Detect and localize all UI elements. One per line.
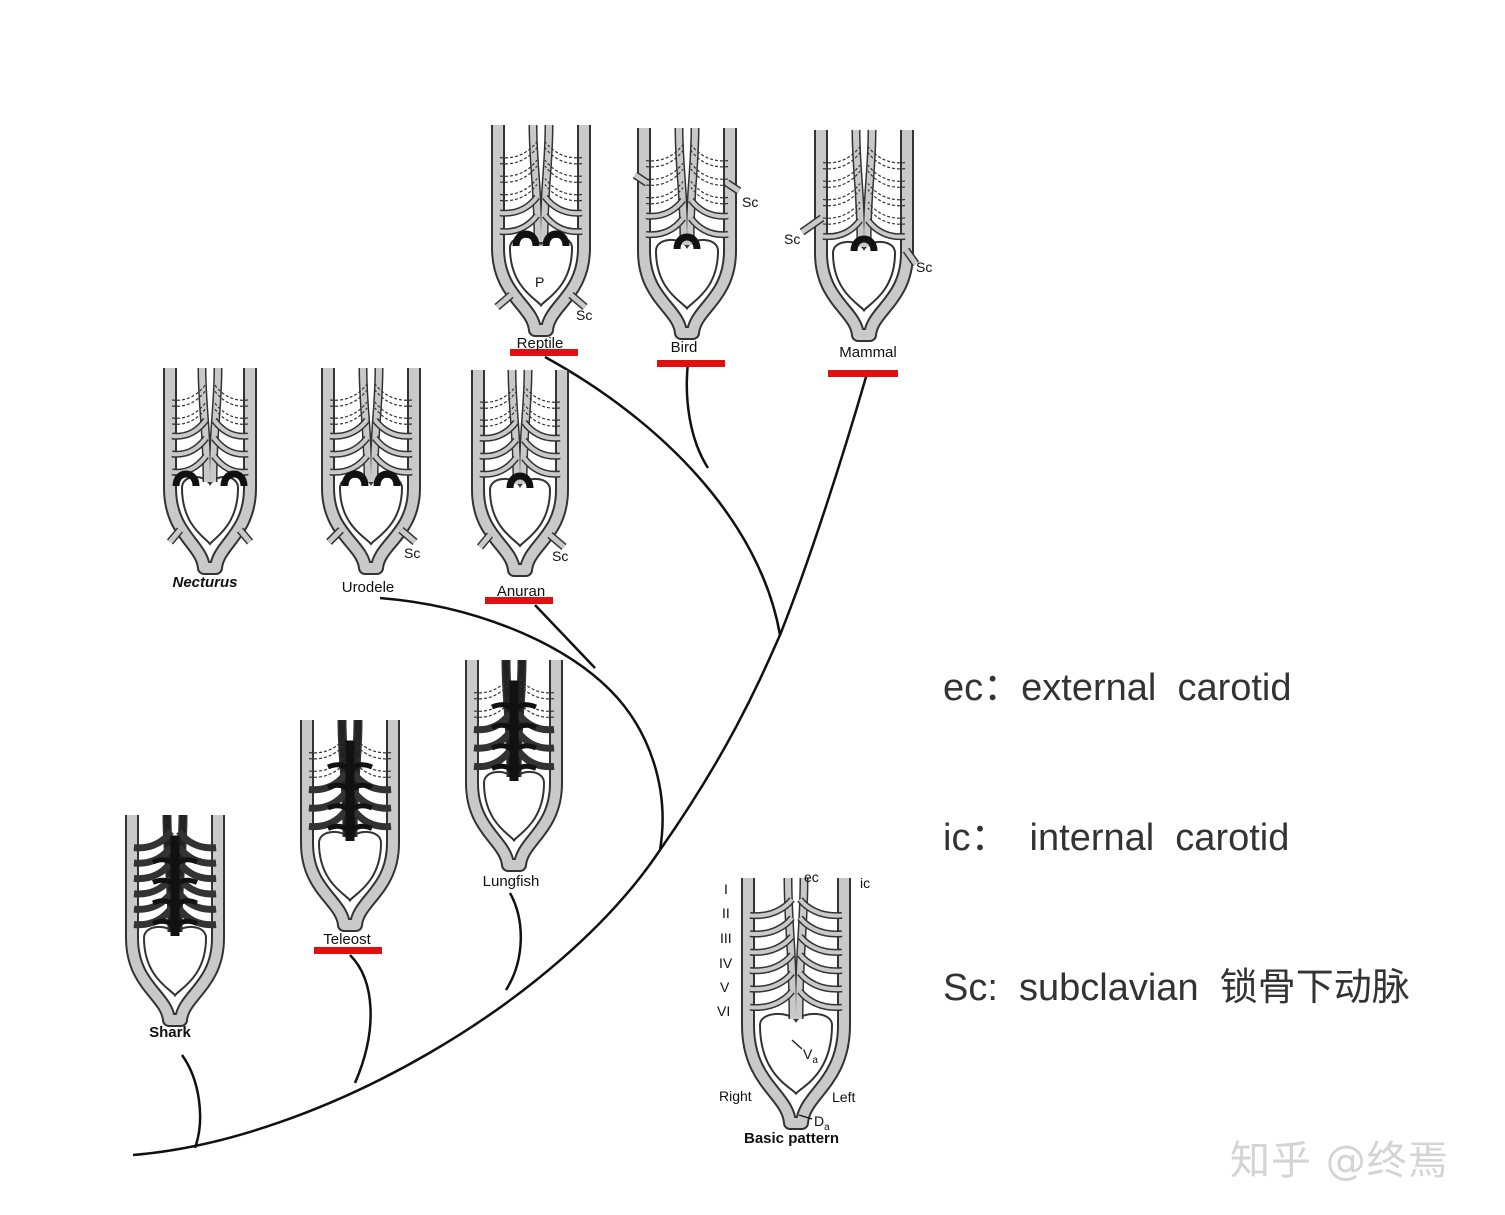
bird-arches bbox=[635, 128, 739, 333]
sc-label-mammal-right: Sc bbox=[916, 259, 932, 275]
basic-pattern-arches bbox=[748, 878, 844, 1123]
teleost-branch bbox=[350, 955, 371, 1083]
organisms-layer bbox=[132, 125, 916, 1123]
highlight-underlines bbox=[314, 349, 898, 954]
numeral-3: III bbox=[720, 930, 732, 946]
sc-label-urodele: Sc bbox=[404, 545, 420, 561]
mammal-arches bbox=[802, 130, 916, 335]
sc-label-anuran: Sc bbox=[552, 548, 568, 564]
label-anuran: Anuran bbox=[497, 583, 545, 600]
teleost-underline bbox=[314, 947, 382, 954]
anuran-branch bbox=[535, 605, 595, 668]
numeral-1: I bbox=[724, 881, 728, 897]
teleost-arches bbox=[307, 720, 393, 925]
p-label-reptile: P bbox=[535, 274, 544, 290]
numeral-4: IV bbox=[719, 955, 733, 971]
legend-sc: Sc: subclavian 锁骨下动脉 bbox=[943, 963, 1410, 1013]
label-shark: Shark bbox=[149, 1024, 191, 1041]
sc-label-reptile: Sc bbox=[576, 307, 592, 323]
legend-ic: ic： internal carotid bbox=[943, 813, 1410, 863]
va-subscript: a bbox=[812, 1055, 818, 1066]
bird-underline bbox=[657, 360, 725, 367]
legend-ec: ec：external carotid bbox=[943, 663, 1410, 713]
label-reptile: Reptile bbox=[517, 335, 564, 352]
reptile-arches bbox=[497, 125, 585, 330]
label-lungfish: Lungfish bbox=[483, 873, 540, 890]
necturus-arches bbox=[170, 368, 250, 568]
numeral-6: VI bbox=[717, 1003, 730, 1019]
zhihu-watermark: 知乎 @终焉 bbox=[1230, 1128, 1449, 1186]
basic-pattern-title: Basic pattern bbox=[744, 1130, 839, 1147]
urodele-arches bbox=[328, 368, 415, 568]
amniote-branch bbox=[545, 357, 780, 635]
shark-branch bbox=[182, 1055, 200, 1148]
lungfish-branch bbox=[506, 893, 521, 990]
label-bird: Bird bbox=[671, 339, 698, 356]
numeral-2: II bbox=[722, 905, 730, 921]
lungfish-arches bbox=[472, 660, 556, 865]
mammal-underline bbox=[828, 370, 898, 377]
ic-label: ic bbox=[860, 875, 870, 891]
label-necturus: Necturus bbox=[172, 574, 237, 591]
shark-arches bbox=[132, 815, 218, 1020]
label-urodele: Urodele bbox=[342, 579, 395, 596]
anuran-arches bbox=[478, 370, 564, 570]
bird-branch bbox=[687, 362, 708, 468]
sc-label-mammal-left: Sc bbox=[784, 231, 800, 247]
left-label: Left bbox=[832, 1089, 855, 1105]
sc-label-bird: Sc bbox=[742, 194, 758, 210]
right-label: Right bbox=[719, 1088, 752, 1104]
label-mammal: Mammal bbox=[839, 344, 897, 361]
label-teleost: Teleost bbox=[323, 931, 371, 948]
numeral-5: V bbox=[720, 979, 730, 995]
ec-label: ec bbox=[804, 869, 819, 885]
abbreviation-legend: ec：external carotid ic： internal carotid… bbox=[943, 563, 1410, 1063]
